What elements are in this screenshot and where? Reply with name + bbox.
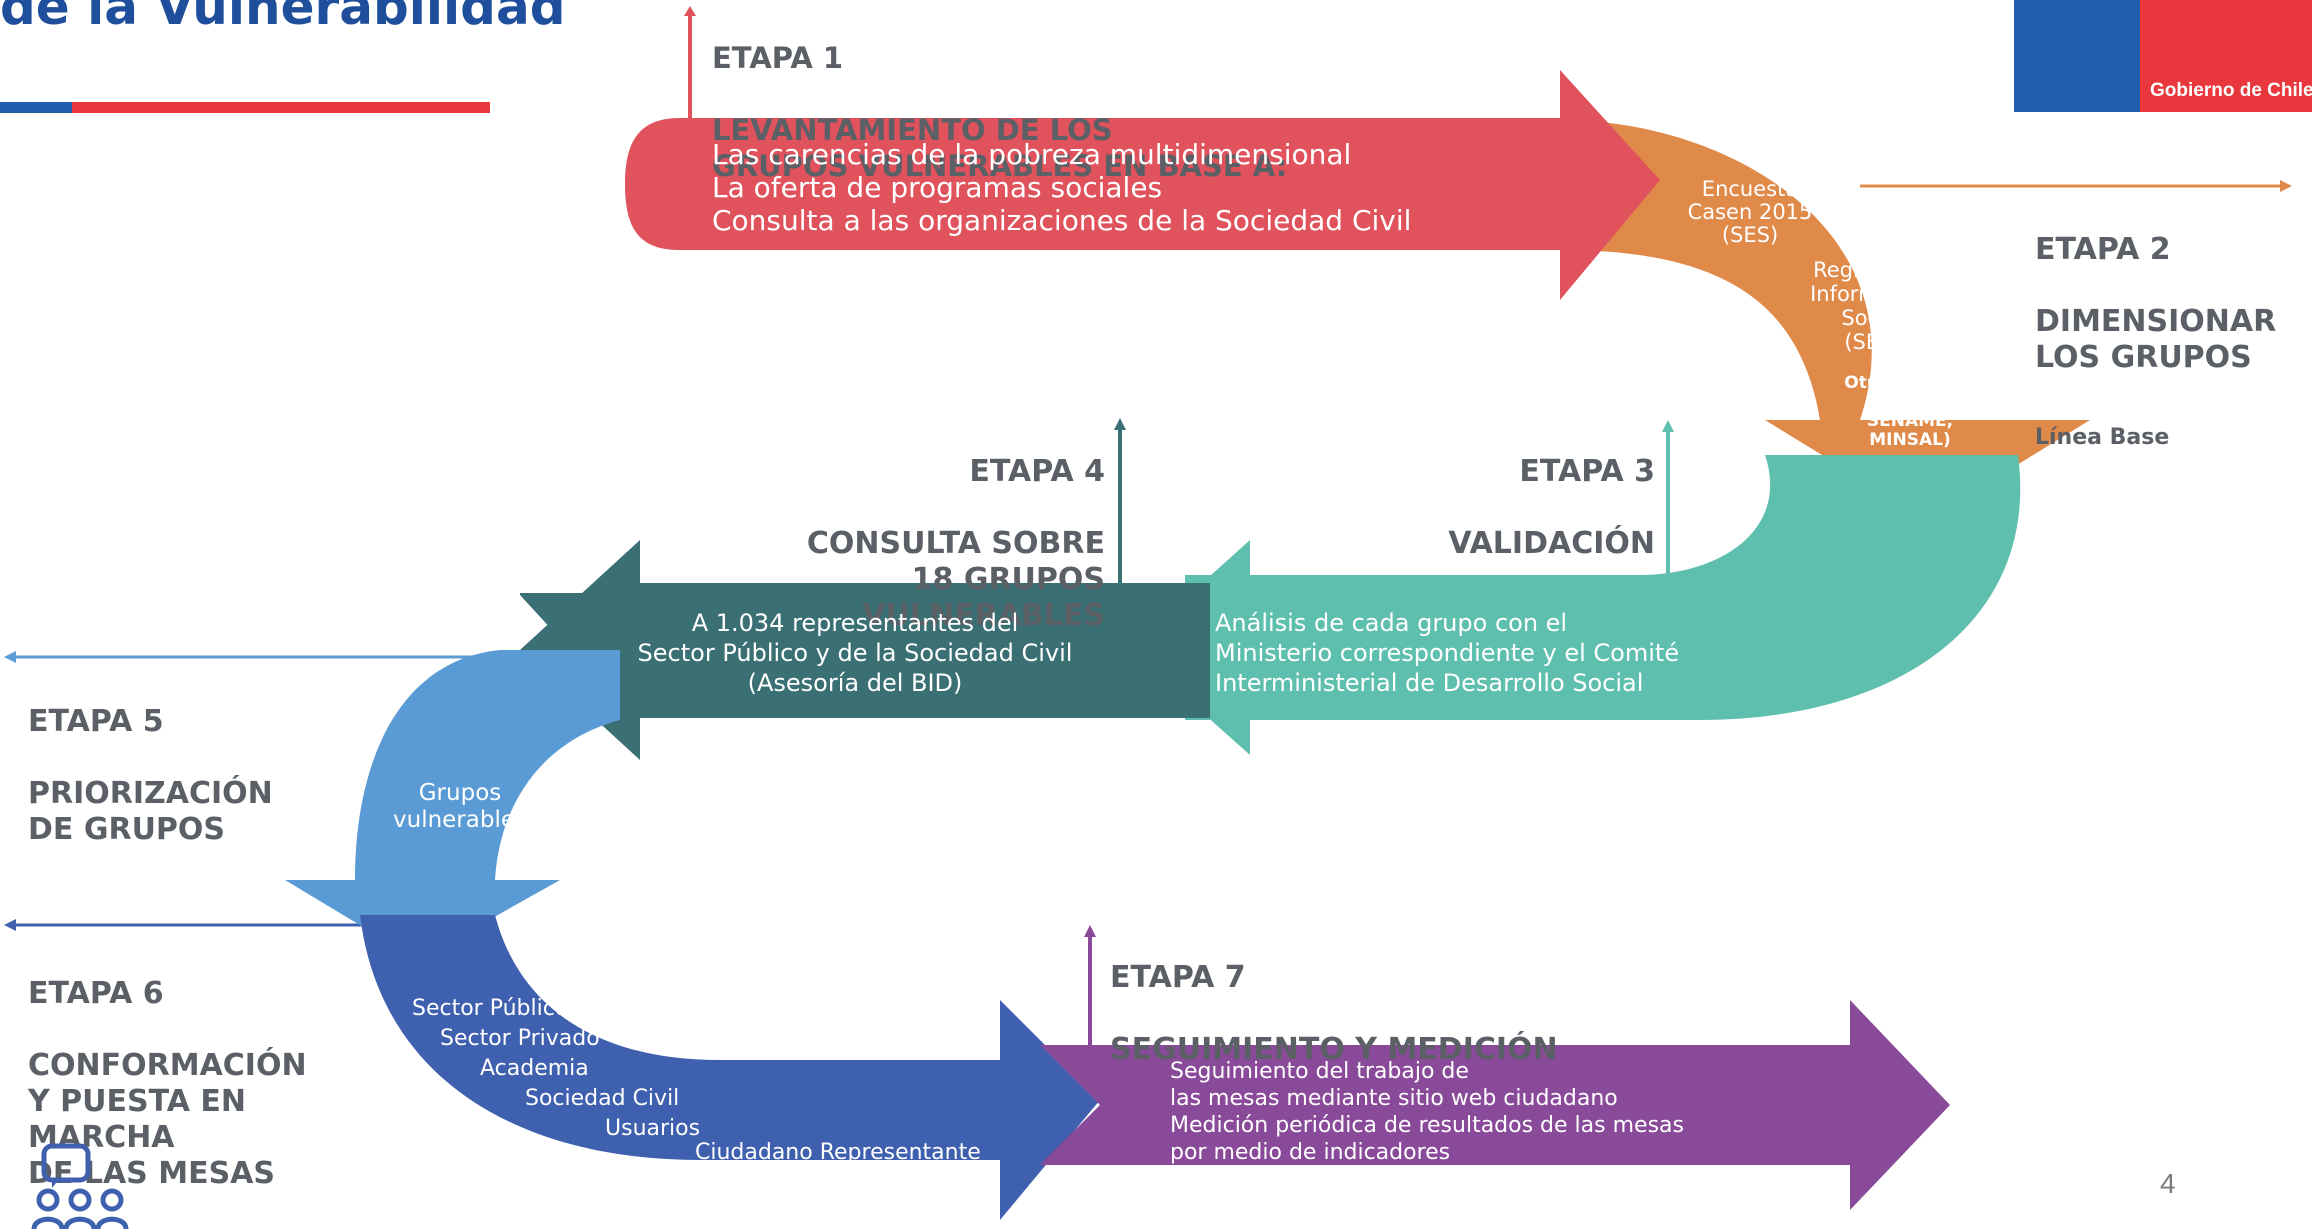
logo-text: Gobierno de Chile	[2150, 80, 2312, 101]
etapa7-line: Medición periódica de resultados de las …	[1170, 1113, 1684, 1138]
etapa5-line: Grupos	[418, 780, 502, 806]
etapa2-note: Línea Base	[2035, 425, 2170, 450]
etapa1-label: ETAPA 1 LEVANTAMIENTO DE LOS GRUPOS VULN…	[712, 4, 1287, 184]
etapa1-arrow	[625, 70, 1660, 300]
etapa6-item: Ciudadano Representante	[695, 1140, 981, 1165]
etapa7-title: ETAPA 7	[1110, 960, 1246, 995]
etapa2-item: Registro de	[1813, 258, 1932, 282]
etapa2-item: Casen 2015	[1687, 200, 1813, 224]
etapa2-item: (TECHO,	[1870, 392, 1950, 412]
etapa2-item: MINSAL)	[1869, 430, 1951, 450]
logo-red-block	[2140, 0, 2312, 112]
etapa6-label: ETAPA 6 CONFORMACIÓN Y PUESTA EN MARCHA …	[28, 940, 307, 1192]
etapa5-label: ETAPA 5 PRIORIZACIÓN DE GRUPOS	[28, 668, 273, 848]
etapa5-content: Grupos vulnerables	[370, 780, 550, 834]
etapa3-line: Interministerial de Desarrollo Social	[1215, 669, 1644, 697]
etapa7-content: Seguimiento del trabajo de las mesas med…	[1170, 1058, 1684, 1166]
etapa2-source-casen: Encuesta Casen 2015 (SES)	[1660, 178, 1840, 247]
etapa4-line: (Asesoría del BID)	[747, 669, 963, 697]
etapa4-label: ETAPA 4 CONSULTA SOBRE 18 GRUPOS VULNERA…	[760, 418, 1105, 634]
etapa3-label: ETAPA 3 VALIDACIÓN	[1380, 418, 1655, 562]
etapa3-line: Ministerio correspondiente y el Comité	[1215, 639, 1680, 667]
etapa2-item: Encuesta	[1701, 177, 1799, 201]
etapa6-item: Academia	[480, 1056, 589, 1081]
etapa1-content: Las carencias de la pobreza multidimensi…	[712, 138, 1411, 237]
title-underline-blue	[0, 102, 72, 113]
etapa3-subtitle: VALIDACIÓN	[1448, 526, 1655, 561]
etapa5-line: vulnerables	[393, 807, 527, 833]
etapa7-line: las mesas mediante sitio web ciudadano	[1170, 1086, 1618, 1111]
etapa1-title: ETAPA 1	[712, 41, 844, 75]
etapa5-title: ETAPA 5	[28, 704, 164, 739]
etapa4-arrow	[520, 583, 1210, 720]
etapa7-arrow	[1040, 1000, 1950, 1210]
etapa7-line: Seguimiento del trabajo de	[1170, 1059, 1469, 1084]
etapa6-item: Sector Público	[412, 996, 569, 1021]
etapa2-item: (SES)	[1721, 223, 1779, 247]
etapa1-subtitle: LEVANTAMIENTO DE LOS GRUPOS VULNERABLES …	[712, 113, 1288, 183]
etapa2-curve	[1560, 120, 2090, 520]
etapa6-item: Sociedad Civil	[525, 1086, 680, 1111]
etapa6-item: Sector Privado	[440, 1026, 600, 1051]
etapa1-line: La oferta de programas sociales	[712, 171, 1163, 204]
etapa7-subtitle: SEGUIMIENTO Y MEDICIÓN	[1110, 1032, 1558, 1067]
etapa4-line: Sector Público y de la Sociedad Civil	[637, 639, 1073, 667]
page-number: 4	[2160, 1168, 2176, 1199]
etapa5-subtitle: PRIORIZACIÓN DE GRUPOS	[28, 776, 273, 847]
etapa4-subtitle: CONSULTA SOBRE 18 GRUPOS VULNERABLES	[806, 526, 1105, 633]
etapa2-source-registro: Registro de Información Social (SES)	[1780, 258, 1965, 354]
etapa5-curve	[285, 650, 620, 960]
etapa7-line: por medio de indicadores	[1170, 1140, 1451, 1165]
etapa7-label: ETAPA 7 SEGUIMIENTO Y MEDICIÓN	[1110, 924, 1558, 1068]
etapa3-content: Análisis de cada grupo con el Ministerio…	[1215, 608, 1679, 698]
etapa3-line: Análisis de cada grupo con el	[1215, 609, 1568, 637]
etapa4-content: A 1.034 representantes del Sector Públic…	[580, 608, 1130, 698]
meeting-group-icon	[31, 1143, 129, 1229]
etapa3-title: ETAPA 3	[1519, 454, 1655, 489]
etapa2-item: (SES)	[1844, 330, 1901, 354]
etapa4-line: A 1.034 representantes del	[691, 609, 1019, 637]
etapa2-item: Social	[1841, 306, 1904, 330]
etapa6-subtitle: CONFORMACIÓN Y PUESTA EN MARCHA DE LAS M…	[28, 1048, 307, 1191]
etapa2-item: Otras fuentes	[1844, 373, 1976, 393]
etapa2-subtitle: DIMENSIONAR LOS GRUPOS	[2035, 304, 2277, 375]
title-underline-red	[72, 102, 490, 113]
etapa2-source-otras: Otras fuentes (TECHO, SENAME, MINSAL)	[1830, 374, 1990, 450]
etapa6-curve	[360, 915, 1100, 1220]
etapa3-curve	[1185, 455, 2021, 720]
etapa2-item: SENAME,	[1866, 411, 1954, 431]
etapa1-line: Las carencias de la pobreza multidimensi…	[712, 138, 1352, 171]
etapa2-title: ETAPA 2	[2035, 232, 2171, 267]
page-title: de la Vulnerabilidad	[0, 0, 566, 36]
etapa6-title: ETAPA 6	[28, 976, 164, 1011]
logo-blue-block	[2014, 0, 2140, 112]
etapa2-label: ETAPA 2 DIMENSIONAR LOS GRUPOS Línea Bas…	[2035, 196, 2276, 492]
etapa4-title: ETAPA 4	[969, 454, 1105, 489]
etapa6-item: Usuarios	[605, 1116, 701, 1141]
etapa1-line: Consulta a las organizaciones de la Soci…	[712, 204, 1412, 237]
etapa2-item: Información	[1810, 282, 1935, 306]
